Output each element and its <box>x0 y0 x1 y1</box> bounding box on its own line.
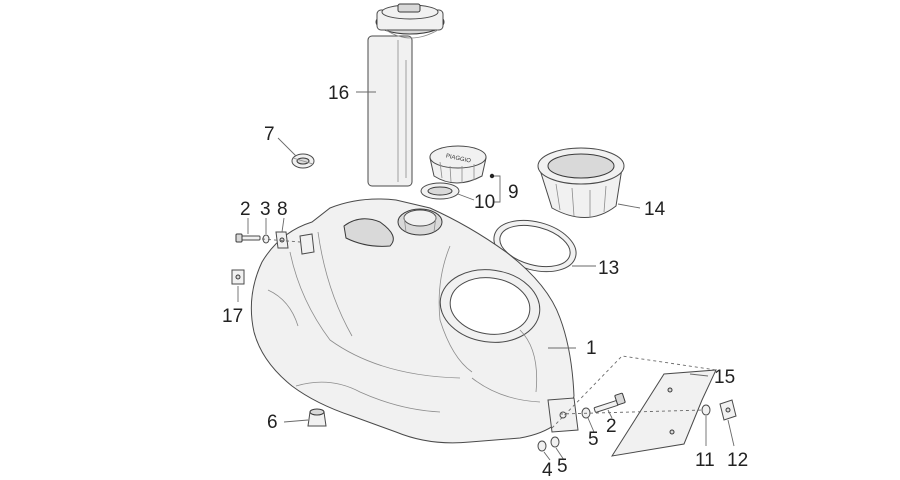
callout-17: 17 <box>222 306 243 327</box>
callout-2-lower: 2 <box>606 416 617 437</box>
callout-12: 12 <box>727 450 748 471</box>
fuel-cap: PIAGGIO <box>429 145 487 184</box>
callout-4: 4 <box>542 460 553 480</box>
callout-2-upper: 2 <box>240 199 251 220</box>
callout-8: 8 <box>277 199 288 220</box>
clip-nut-upper <box>275 231 289 249</box>
callout-5-lower: 5 <box>557 456 568 477</box>
callout-7: 7 <box>264 124 275 145</box>
callout-16: 16 <box>328 83 349 104</box>
callout-15: 15 <box>714 367 735 388</box>
callout-13: 13 <box>598 258 619 279</box>
bolt-lower <box>593 392 626 413</box>
drain-plug <box>307 408 327 427</box>
clip-nut-17 <box>231 269 245 285</box>
shield-plate <box>610 369 717 457</box>
callout-10: 10 <box>474 192 495 213</box>
washer-11 <box>701 404 711 416</box>
nut-lower <box>537 436 560 452</box>
callout-3: 3 <box>260 199 271 220</box>
fuel-tank-body <box>250 198 579 444</box>
callout-labels: 1 2 2 3 4 5 5 6 7 8 9 10 11 12 13 14 15 … <box>222 83 748 480</box>
hose-clamp <box>291 153 315 169</box>
cap-gasket <box>420 182 460 200</box>
callout-1: 1 <box>586 338 597 359</box>
cap-logo-text: PIAGGIO <box>445 153 471 164</box>
ring-nut <box>537 147 625 218</box>
fuel-level-sender <box>367 3 445 187</box>
callout-11: 11 <box>695 450 715 471</box>
callout-6: 6 <box>267 412 278 433</box>
bolt-upper <box>235 233 261 243</box>
clip-nut-12 <box>719 399 737 421</box>
callout-9: 9 <box>508 182 519 203</box>
leader-lines <box>237 91 735 461</box>
callout-14: 14 <box>644 199 666 220</box>
callout-5-right: 5 <box>588 429 599 450</box>
